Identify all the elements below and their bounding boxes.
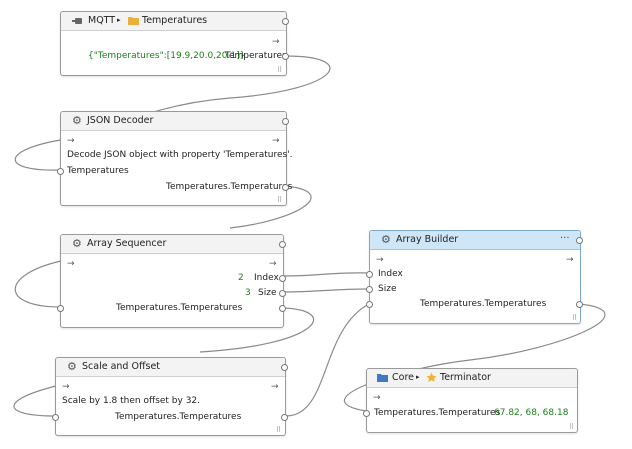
wire-sequencer-loop [14,260,62,308]
size-input-port[interactable] [366,286,373,293]
input-arrow-icon: → [376,255,384,265]
mqtt-output-label: Temperatures [225,51,287,61]
index-output-label: Index [254,273,279,283]
scale-offset-title: Scale and Offset [82,361,161,372]
array-builder-input-port[interactable] [366,301,373,308]
wire-sequencer-to-scale [199,307,315,353]
input-arrow-icon: → [373,393,381,403]
star-icon [426,372,437,382]
terminator-input-port[interactable] [363,410,370,417]
wire-scale-loop [13,385,57,417]
array-sequencer-output-label: Temperatures.Temperatures [116,303,243,313]
scale-offset-header[interactable]: ⚙ Scale and Offset [56,358,285,377]
array-builder-output-port[interactable] [576,301,583,308]
json-decoder-header[interactable]: ⚙ JSON Decoder [61,112,286,131]
scale-offset-input-port[interactable] [52,414,59,421]
scale-offset-output-port[interactable] [281,414,288,421]
json-decoder-node[interactable]: ⚙ JSON Decoder → → Decode JSON object wi… [57,111,293,206]
json-decoder-input-port[interactable] [57,168,64,175]
json-decoder-title: JSON Decoder [87,115,154,126]
wire-index [282,272,370,277]
more-menu-icon[interactable]: ··· [560,233,570,244]
resize-grip-icon[interactable]: ⠿ [277,196,283,204]
resize-grip-icon[interactable]: ⠿ [572,314,578,322]
wire-builder-to-terminator [343,303,606,412]
mqtt-output-port[interactable] [282,53,289,60]
index-input-label: Index [378,269,403,279]
size-output-label: Size [258,288,277,298]
size-input-label: Size [378,284,397,294]
wire-size [282,288,370,293]
input-arrow-icon: → [67,136,75,146]
array-builder-node[interactable]: ⚙ Array Builder ··· → → Index Size Tempe… [366,230,583,324]
array-builder-output-label: Temperatures.Temperatures [420,299,547,309]
gear-icon: ⚙ [381,233,391,246]
wire-scale-to-builder [285,303,370,417]
array-sequencer-header-port[interactable] [279,241,286,248]
json-decoder-output-port[interactable] [282,184,289,191]
mqtt-node-title: Temperatures [142,15,208,26]
json-decoder-input-label: Temperatures [67,166,129,176]
array-builder-header[interactable]: ⚙ Array Builder ··· [370,231,580,250]
mqtt-node-header[interactable]: MQTT ▸ Temperatures [61,12,286,31]
wire-json-loop [14,139,62,171]
output-arrow-icon: → [272,136,280,146]
scale-offset-header-port[interactable] [281,364,288,371]
index-input-port[interactable] [366,271,373,278]
json-decoder-header-port[interactable] [282,118,289,125]
breadcrumb-separator: ▸ [117,16,121,24]
plug-icon [72,18,82,24]
terminator-node[interactable]: Core ▸ Terminator → Temperatures.Tempera… [363,368,578,433]
resize-grip-icon[interactable]: ⠿ [276,426,282,434]
size-value: 3 [245,288,251,298]
folder-icon [377,374,388,382]
array-builder-header-port[interactable] [576,237,583,244]
mqtt-payload-value: {"Temperatures":[19.9,20.0,20.1]} [88,51,246,61]
index-output-port[interactable] [279,275,286,282]
output-arrow-icon: → [272,37,280,47]
json-decoder-output-label: Temperatures.Temperatures [166,182,293,192]
scale-offset-description: Scale by 1.8 then offset by 32. [62,396,201,406]
gear-icon: ⚙ [72,114,82,127]
input-arrow-icon: → [62,382,70,392]
index-value: 2 [238,273,244,283]
mqtt-breadcrumb-root: MQTT [88,15,116,26]
output-arrow-icon: → [271,382,279,392]
array-builder-title: Array Builder [396,234,459,245]
size-output-port[interactable] [279,290,286,297]
output-arrow-icon: → [566,255,574,265]
gear-icon: ⚙ [67,360,77,373]
array-sequencer-node[interactable]: ⚙ Array Sequencer → → 2 Index 3 Size Tem… [57,234,286,328]
mqtt-node[interactable]: MQTT ▸ Temperatures → {"Temperatures":[1… [60,11,289,76]
terminator-value: 67.82, 68, 68.18 [494,408,569,418]
terminator-header[interactable]: Core ▸ Terminator [367,369,577,388]
wire-json-to-sequencer [229,185,312,229]
input-arrow-icon: → [67,259,75,269]
folder-icon [128,17,139,25]
terminator-input-label: Temperatures.Temperatures [374,408,501,418]
scale-offset-output-label: Temperatures.Temperatures [115,412,242,422]
gear-icon: ⚙ [72,237,82,250]
scale-offset-node[interactable]: ⚙ Scale and Offset → → Scale by 1.8 then… [52,357,288,436]
array-sequencer-title: Array Sequencer [87,238,167,249]
terminator-title: Terminator [440,372,491,383]
array-sequencer-header[interactable]: ⚙ Array Sequencer [61,235,283,254]
json-decoder-description: Decode JSON object with property 'Temper… [67,150,293,160]
resize-grip-icon[interactable]: ⠿ [569,423,575,431]
mqtt-header-port[interactable] [282,18,289,25]
array-sequencer-output-port[interactable] [279,305,286,312]
output-arrow-icon: → [269,259,277,269]
breadcrumb-separator: ▸ [416,373,420,381]
array-sequencer-input-port[interactable] [57,305,64,312]
terminator-breadcrumb-root: Core [392,372,414,383]
resize-grip-icon[interactable]: ⠿ [277,66,283,74]
